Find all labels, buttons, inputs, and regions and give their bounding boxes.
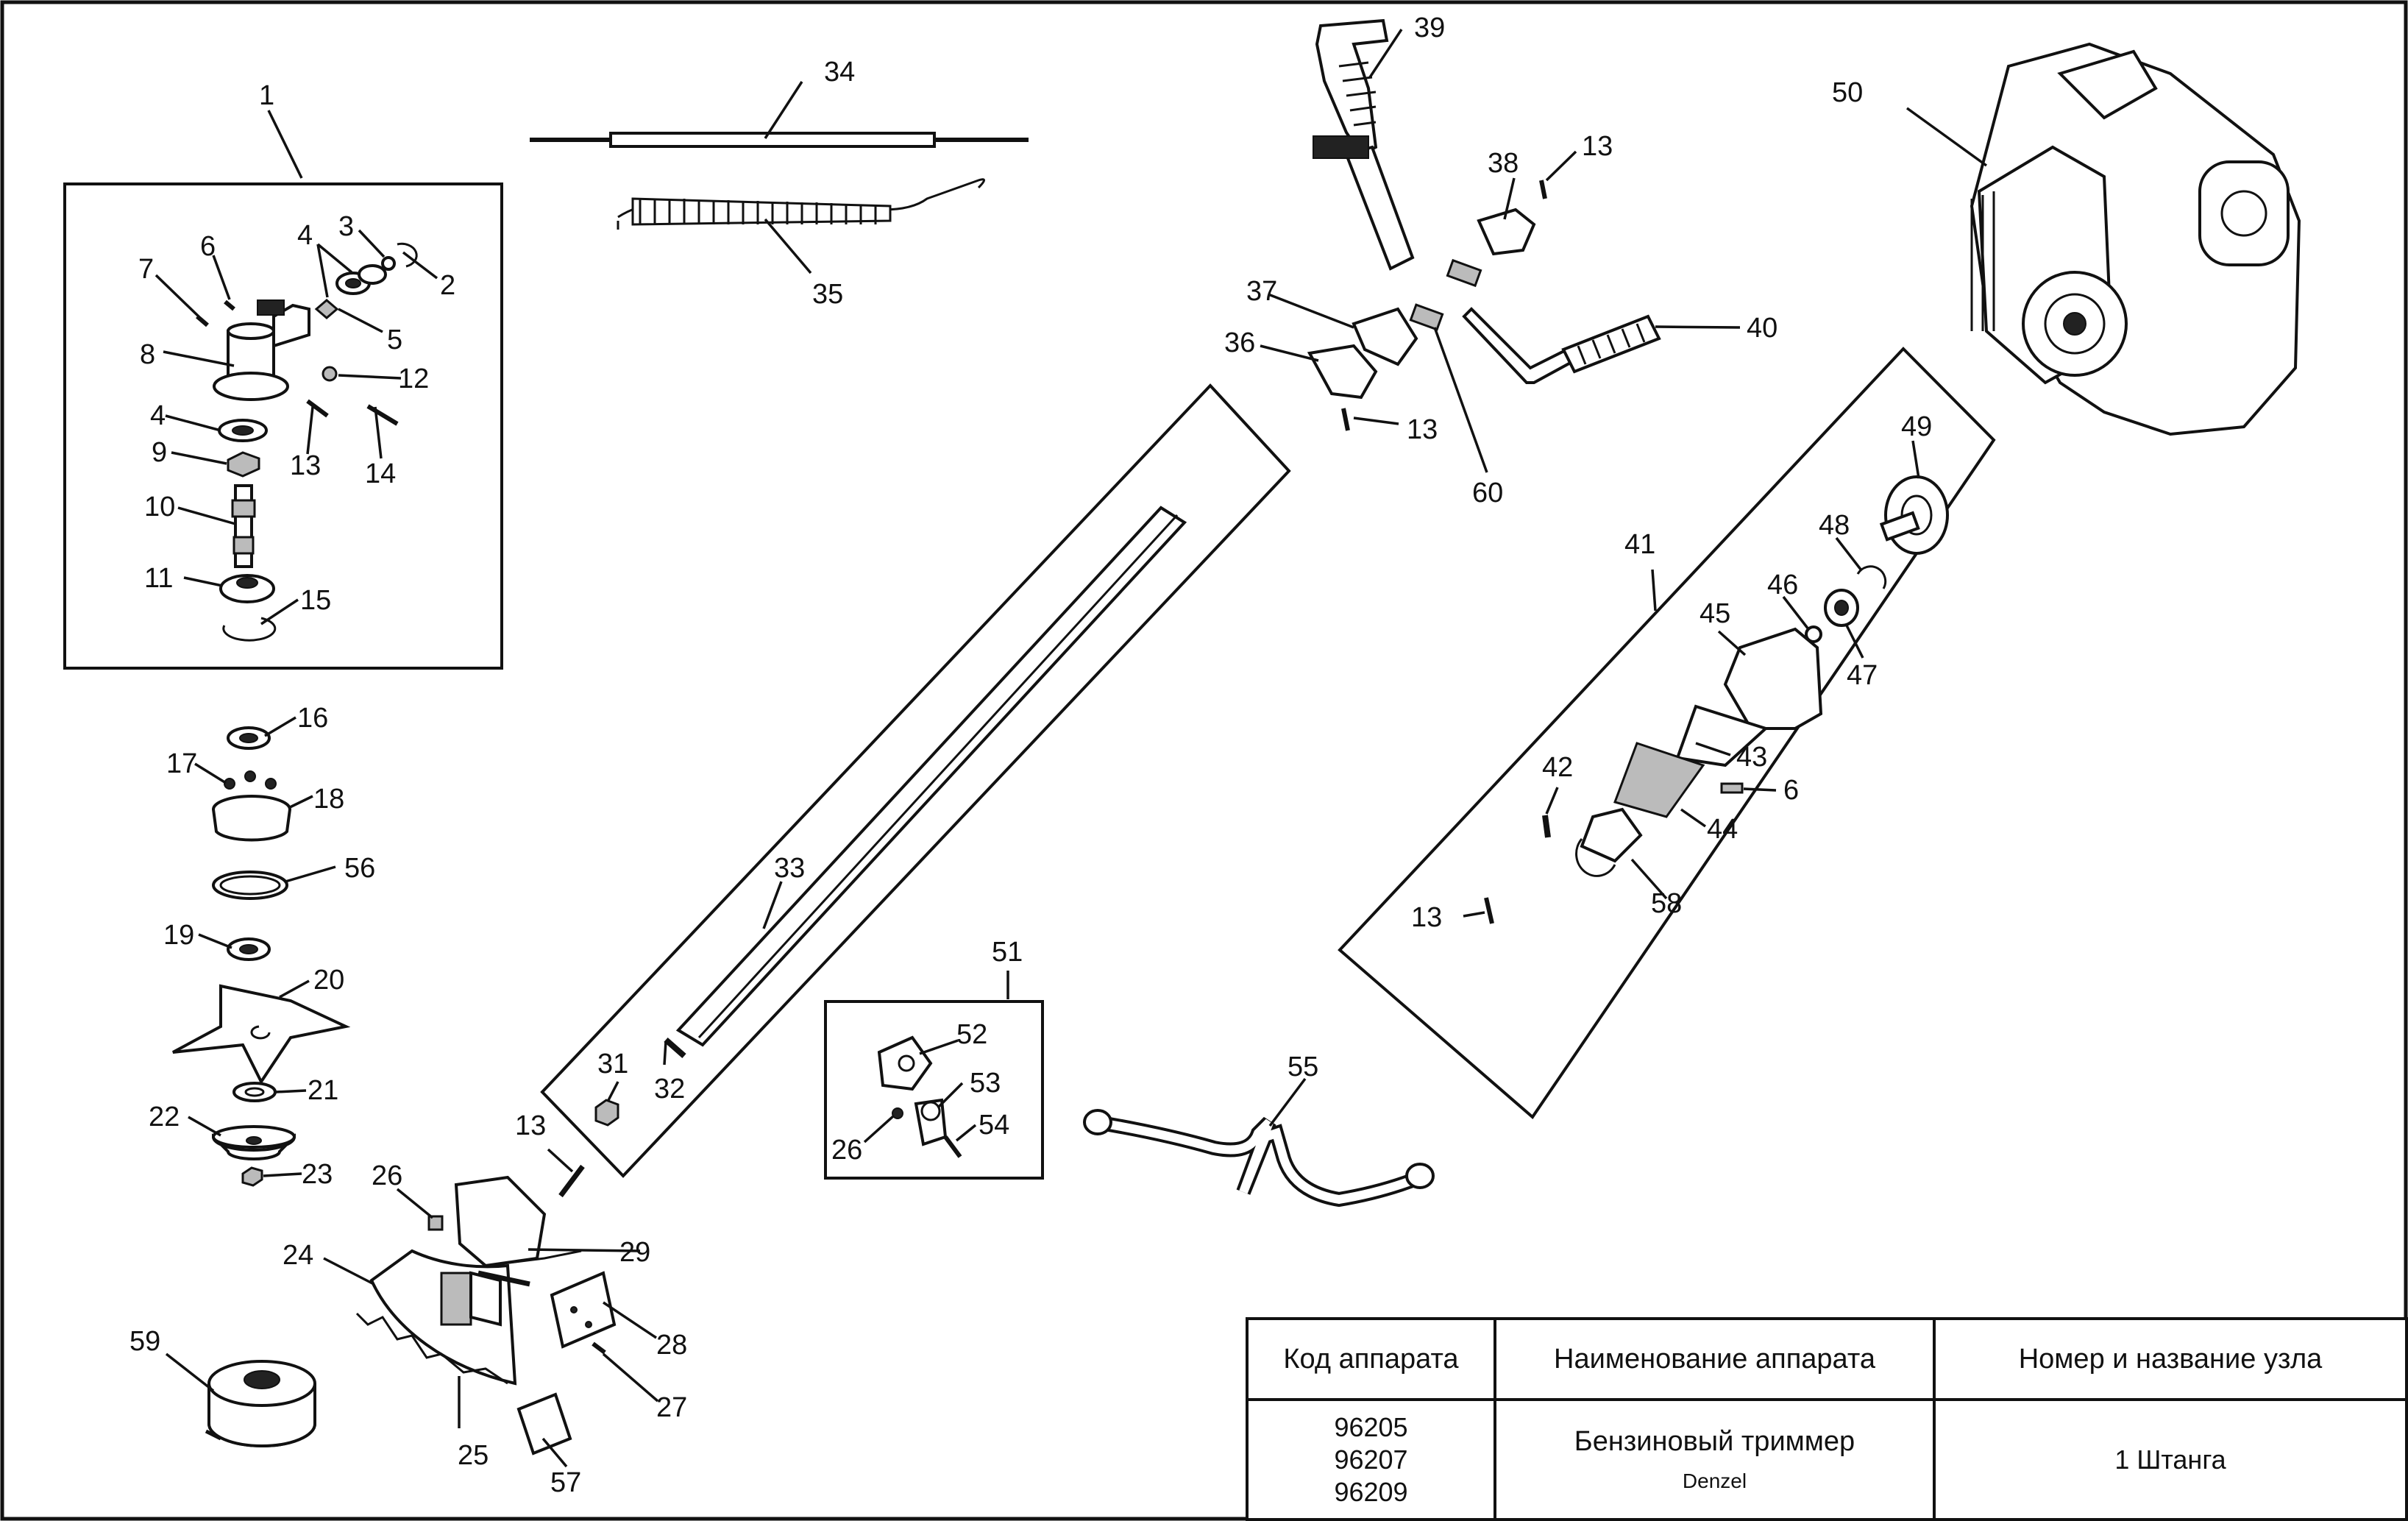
callout-32: 32 [654, 1074, 685, 1105]
callout-46: 46 [1767, 570, 1798, 600]
callout-60: 60 [1472, 478, 1503, 508]
header-device-name: Наименование аппарата [1494, 1317, 1936, 1401]
callout-12: 12 [398, 364, 429, 394]
header-assembly: Номер и название узла [1933, 1317, 2408, 1401]
callout-2: 2 [440, 270, 455, 301]
callout-22: 22 [149, 1102, 180, 1132]
callout-37: 37 [1246, 276, 1277, 307]
callout-20: 20 [313, 965, 344, 996]
device-code: 96209 [1334, 1476, 1408, 1507]
callout-17: 17 [166, 748, 197, 779]
callout-13-bracket: 13 [1582, 131, 1613, 162]
callout-51: 51 [992, 937, 1023, 968]
callout-21: 21 [308, 1075, 338, 1106]
callout-48: 48 [1819, 510, 1850, 541]
callout-54: 54 [979, 1110, 1009, 1141]
callout-24: 24 [283, 1240, 313, 1271]
fuel-hose [1083, 1109, 1435, 1208]
callout-26-clamp: 26 [831, 1135, 862, 1166]
leader-lines [155, 29, 1988, 1468]
callout-13-guard: 13 [515, 1110, 546, 1141]
callout-23: 23 [302, 1159, 333, 1190]
brand-name: Denzel [1682, 1469, 1747, 1492]
callout-18: 18 [313, 784, 344, 815]
callout-55: 55 [1288, 1052, 1318, 1082]
title-block-table: Код аппарата Наименование аппарата Номер… [1246, 1317, 2408, 1521]
callout-58: 58 [1651, 888, 1682, 919]
callout-40: 40 [1747, 313, 1777, 344]
callout-1: 1 [259, 80, 274, 111]
callout-38: 38 [1488, 148, 1519, 179]
callout-11: 11 [144, 563, 173, 594]
device-code: 96205 [1334, 1411, 1408, 1442]
callout-9: 9 [152, 437, 167, 468]
device-name: Бензиновый триммер [1574, 1426, 1855, 1457]
callout-4-upper: 4 [297, 220, 313, 251]
callout-6-clutch: 6 [1783, 775, 1799, 806]
callout-31: 31 [597, 1049, 628, 1079]
clamp-group-box [824, 1000, 1044, 1180]
engine [1970, 42, 2301, 436]
callout-41: 41 [1624, 529, 1655, 560]
callout-10: 10 [144, 492, 175, 522]
callout-3: 3 [338, 211, 354, 242]
callout-5: 5 [387, 325, 402, 355]
callout-42: 42 [1542, 752, 1573, 783]
assembly-name: 1 Штанга [1933, 1398, 2408, 1521]
callout-4-lower: 4 [150, 400, 166, 431]
header-device-code: Код аппарата [1246, 1317, 1496, 1401]
callout-35: 35 [812, 279, 843, 310]
callout-47: 47 [1847, 660, 1878, 691]
callout-27: 27 [656, 1392, 687, 1423]
callout-52: 52 [956, 1019, 987, 1050]
clutch-group-box [1338, 347, 1996, 1119]
callout-8: 8 [140, 339, 155, 370]
callout-29: 29 [619, 1237, 650, 1268]
device-code: 96207 [1334, 1444, 1408, 1475]
blade-assembly-parts [172, 726, 617, 1456]
callout-7: 7 [138, 254, 154, 285]
clutch-parts [1484, 475, 1949, 924]
callout-13-clamp: 13 [1407, 414, 1438, 445]
drive-shaft [594, 506, 1187, 1127]
callout-59: 59 [129, 1326, 160, 1357]
callout-14: 14 [365, 458, 396, 489]
shaft-group-box [540, 383, 1291, 1178]
callout-36: 36 [1224, 327, 1255, 358]
device-codes-cell: 96205 96207 96209 [1246, 1398, 1496, 1521]
callout-33: 33 [774, 853, 805, 884]
callout-45: 45 [1700, 598, 1730, 629]
callout-34: 34 [824, 57, 855, 88]
callout-13-head: 13 [290, 450, 321, 481]
gear-head-parts [196, 242, 418, 642]
callout-28: 28 [656, 1330, 687, 1361]
callout-39: 39 [1414, 13, 1445, 43]
callout-19: 19 [163, 920, 194, 951]
callout-13-clutch: 13 [1411, 902, 1442, 933]
callout-26-guard: 26 [372, 1160, 402, 1191]
callout-6-head: 6 [200, 231, 216, 262]
callout-53: 53 [970, 1068, 1001, 1099]
callout-16: 16 [297, 703, 328, 734]
callout-50: 50 [1832, 77, 1863, 108]
gear-head-group-box [63, 182, 503, 670]
callout-25: 25 [458, 1440, 489, 1471]
callout-49: 49 [1901, 411, 1932, 442]
callout-labels: 1 2 3 4 4 5 6 6 7 8 9 10 11 12 13 13 13 … [129, 13, 1932, 1498]
callout-56: 56 [344, 853, 375, 884]
callout-44: 44 [1707, 814, 1738, 845]
clamp-parts [877, 1035, 962, 1158]
device-name-cell: Бензиновый триммер Denzel [1494, 1398, 1936, 1521]
callout-43: 43 [1736, 742, 1767, 773]
throttle-cables [530, 132, 1029, 230]
callout-57: 57 [550, 1467, 581, 1498]
callout-15: 15 [300, 585, 331, 616]
handle-parts [1307, 18, 1661, 431]
